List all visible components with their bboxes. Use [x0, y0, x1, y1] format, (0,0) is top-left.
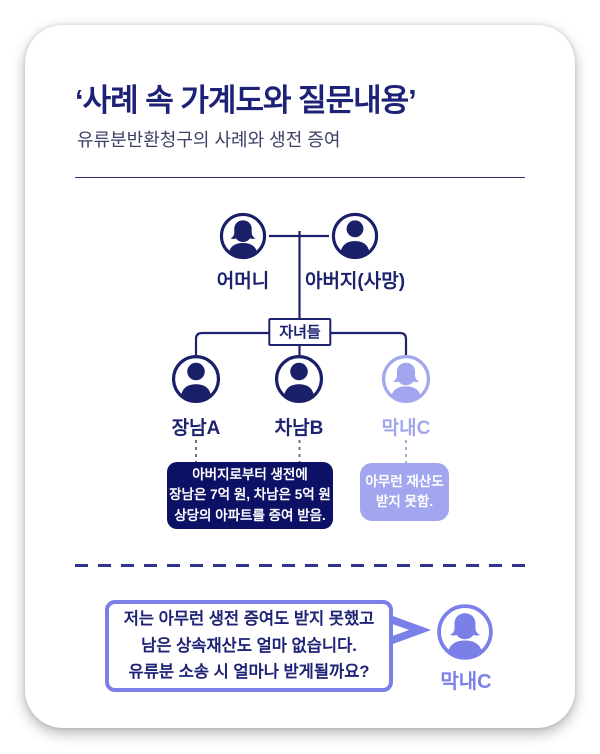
speaker-avatar-icon [437, 604, 493, 660]
gift-note-box: 아버지로부터 생전에 장남은 7억 원, 차남은 5억 원 상당의 아파트를 증… [167, 462, 333, 529]
eldest-son-label: 장남A [171, 418, 221, 439]
question-speech-bubble: 저는 아무런 생전 증여도 받지 못했고 남은 상속재산도 얼마 없습니다. 유… [105, 600, 393, 692]
mother-label: 어머니 [216, 271, 270, 292]
father-label: 아버지(사망) [304, 271, 406, 292]
question-line: 저는 아무런 생전 증여도 받지 못했고 [123, 610, 375, 629]
mother-avatar-icon [219, 212, 267, 260]
dashed-section-divider [75, 564, 525, 567]
speech-bubble-tail [387, 614, 431, 646]
gift-note-line: 아버지로부터 생전에 [192, 467, 308, 483]
children-group-label: 자녀들 [268, 318, 332, 346]
question-line: 남은 상속재산도 얼마 없습니다. [141, 636, 357, 655]
question-line: 유류분 소송 시 얼마나 받게될까요? [128, 663, 370, 682]
gift-note-line: 상당의 아파트를 증여 받음. [174, 507, 326, 523]
youngest-daughter-avatar-icon [381, 354, 431, 404]
second-son-avatar-icon [274, 354, 324, 404]
header-divider-line [75, 177, 525, 178]
infographic-card: ‘사례 속 가계도와 질문내용’ 유류분반환청구의 사례와 생전 증여 [25, 25, 575, 728]
no-asset-note-line: 아무런 재산도 [365, 473, 444, 489]
gift-note-line: 장남은 7억 원, 차남은 5억 원 [169, 487, 331, 503]
eldest-son-avatar-icon [171, 354, 221, 404]
page-subtitle: 유류분반환청구의 사례와 생전 증여 [77, 130, 341, 150]
no-asset-note-line: 받지 못함. [375, 494, 434, 509]
no-asset-note-box: 아무런 재산도 받지 못함. [360, 463, 449, 521]
youngest-daughter-label: 막내C [381, 418, 431, 439]
page-title: ‘사례 속 가계도와 질문내용’ [75, 83, 417, 118]
father-avatar-icon [331, 212, 379, 260]
second-son-label: 차남B [274, 418, 324, 439]
speaker-label: 막내C [440, 671, 492, 693]
